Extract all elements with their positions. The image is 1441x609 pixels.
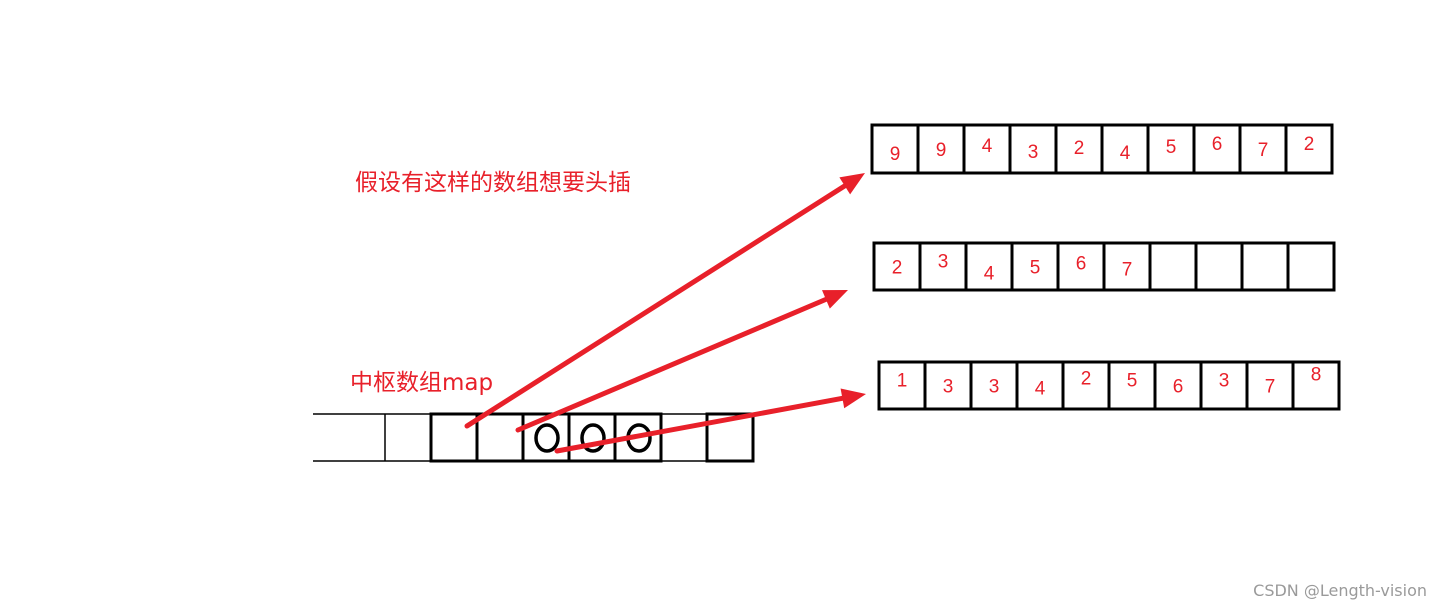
buffer-cell: [1153, 360, 1203, 411]
buffer-cell-value: 3: [1219, 371, 1230, 392]
buffer-cell: [962, 123, 1012, 175]
buffer-cell: [1284, 123, 1334, 175]
buffer-cell-value: 6: [1076, 254, 1087, 275]
buffer-cell-value: 4: [1120, 143, 1131, 164]
pointer-arrow-head: [822, 290, 848, 309]
buffer-cell-value: 9: [936, 140, 947, 161]
buffer-cell-value: 7: [1258, 140, 1269, 161]
buffer-cell-value: 7: [1122, 260, 1133, 281]
buffer-cell-value: 4: [982, 136, 993, 157]
caption-text: 假设有这样的数组想要头插: [355, 170, 631, 196]
buffer-cell: [918, 241, 968, 292]
buffer-cell: [1240, 241, 1290, 292]
pointer-arrow-shaft: [515, 296, 829, 433]
map-cell: [567, 412, 617, 463]
buffer-cell-value: 9: [890, 144, 901, 165]
buffer-cell-value: 3: [1028, 142, 1039, 163]
pointer-arrow-head: [840, 388, 866, 409]
buffer-cell: [1291, 360, 1341, 411]
buffer-cell: [1192, 123, 1242, 175]
buffer-cell-value: 3: [938, 252, 949, 273]
buffer-cell-value: 5: [1127, 371, 1138, 392]
buffer-cell-value: 6: [1212, 134, 1223, 155]
buffer-cell: [1286, 241, 1336, 292]
buffer-cell: [1015, 360, 1065, 411]
buffer-cell-value: 2: [1304, 134, 1315, 155]
buffer-cell: [969, 360, 1019, 411]
buffer-cell-value: 3: [943, 377, 954, 398]
map-cell: [475, 412, 525, 463]
buffer-cell-value: 8: [1311, 365, 1322, 386]
pointer-arrows: [464, 173, 866, 454]
buffer-cell: [870, 123, 920, 175]
buffer-cell: [1148, 241, 1198, 292]
map-cell: [613, 412, 663, 463]
buffer-cell-value: 5: [1166, 137, 1177, 158]
central-map-array: [313, 412, 755, 463]
buffer-cell: [1054, 123, 1104, 175]
map-pointer-ring: [534, 423, 560, 453]
buffer-cell-value: 2: [1074, 138, 1085, 159]
map-label: 中枢数组map: [350, 370, 493, 396]
buffer-cell: [1238, 123, 1288, 175]
buffer-cell: [1102, 241, 1152, 292]
watermark-text: CSDN @Length-vision: [1253, 581, 1427, 600]
buffer-cell-value: 7: [1265, 377, 1276, 398]
buffer-cell: [877, 360, 927, 411]
pointer-arrow-shaft: [464, 183, 848, 429]
pointer-arrow-head: [839, 173, 865, 195]
map-cell: [521, 412, 571, 463]
buffer-row-1: 9 9 4 3 2 4 5 6 7 2: [870, 123, 1334, 175]
buffer-row-3: 1 3 3 4 2 5 6 3 7 8: [877, 360, 1341, 411]
buffer-cell-value: 6: [1173, 377, 1184, 398]
buffer-cell-value: 4: [1035, 379, 1046, 400]
map-cell: [705, 412, 755, 463]
buffer-cell-value: 3: [989, 377, 1000, 398]
buffer-cell: [1194, 241, 1244, 292]
map-pointer-ring: [580, 423, 606, 453]
buffer-cell: [1061, 360, 1111, 411]
buffer-cell-value: 1: [897, 371, 908, 392]
buffer-cell-value: 5: [1030, 258, 1041, 279]
pointer-arrow-shaft: [554, 395, 845, 454]
buffer-cell-value: 4: [984, 264, 995, 285]
buffer-cell-value: 2: [1081, 369, 1092, 390]
buffer-cell-value: 2: [892, 258, 903, 279]
map-cell: [429, 412, 479, 463]
buffer-row-2: 2 3 4 5 6 7: [872, 241, 1336, 292]
buffer-cell: [916, 123, 966, 175]
